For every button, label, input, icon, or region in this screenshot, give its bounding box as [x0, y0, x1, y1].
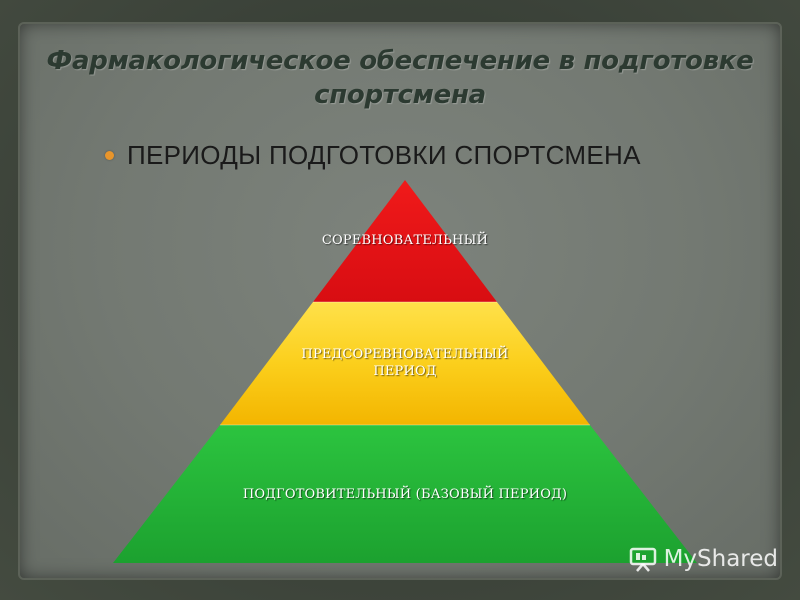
- watermark: MyShared: [628, 546, 778, 572]
- tier-label-competitive-text: СОРЕВНОВАТЕЛЬНЫЙ: [321, 233, 489, 248]
- slide-title-line-2: спортсмена: [314, 80, 486, 110]
- pyramid-tier-top: [313, 180, 497, 302]
- tier-label-preparatory: ПОДГОТОВИТЕЛЬНЫЙ (БАЗОВЫЙ ПЕРИОД): [185, 486, 625, 503]
- tier-label-precompetitive-line-2: ПЕРИОД: [373, 364, 437, 379]
- tier-label-preparatory-text: ПОДГОТОВИТЕЛЬНЫЙ (БАЗОВЫЙ ПЕРИОД): [242, 487, 568, 502]
- myshared-logo-icon: [629, 547, 656, 572]
- tier-label-precompetitive: ПРЕДСОРЕВНОВАТЕЛЬНЫЙ ПЕРИОД: [255, 346, 555, 380]
- bullet-text: ПЕРИОДЫ ПОДГОТОВКИ СПОРТСМЕНА: [127, 139, 641, 170]
- tier-label-competitive: СОРЕВНОВАТЕЛЬНЫЙ: [305, 232, 505, 249]
- bullet-dot-icon: [105, 150, 114, 160]
- slide-title-line-1: Фармакологическое обеспечение в подготов…: [46, 46, 754, 76]
- slide-title: Фармакологическое обеспечение в подготов…: [40, 44, 760, 112]
- watermark-text: MyShared: [663, 546, 778, 572]
- bullet-item: ПЕРИОДЫ ПОДГОТОВКИ СПОРТСМЕНА: [105, 138, 641, 172]
- pyramid-tier-bottom: [113, 425, 697, 563]
- pyramid-tier-middle: [220, 302, 590, 425]
- tier-label-precompetitive-line-1: ПРЕДСОРЕВНОВАТЕЛЬНЫЙ: [301, 347, 509, 362]
